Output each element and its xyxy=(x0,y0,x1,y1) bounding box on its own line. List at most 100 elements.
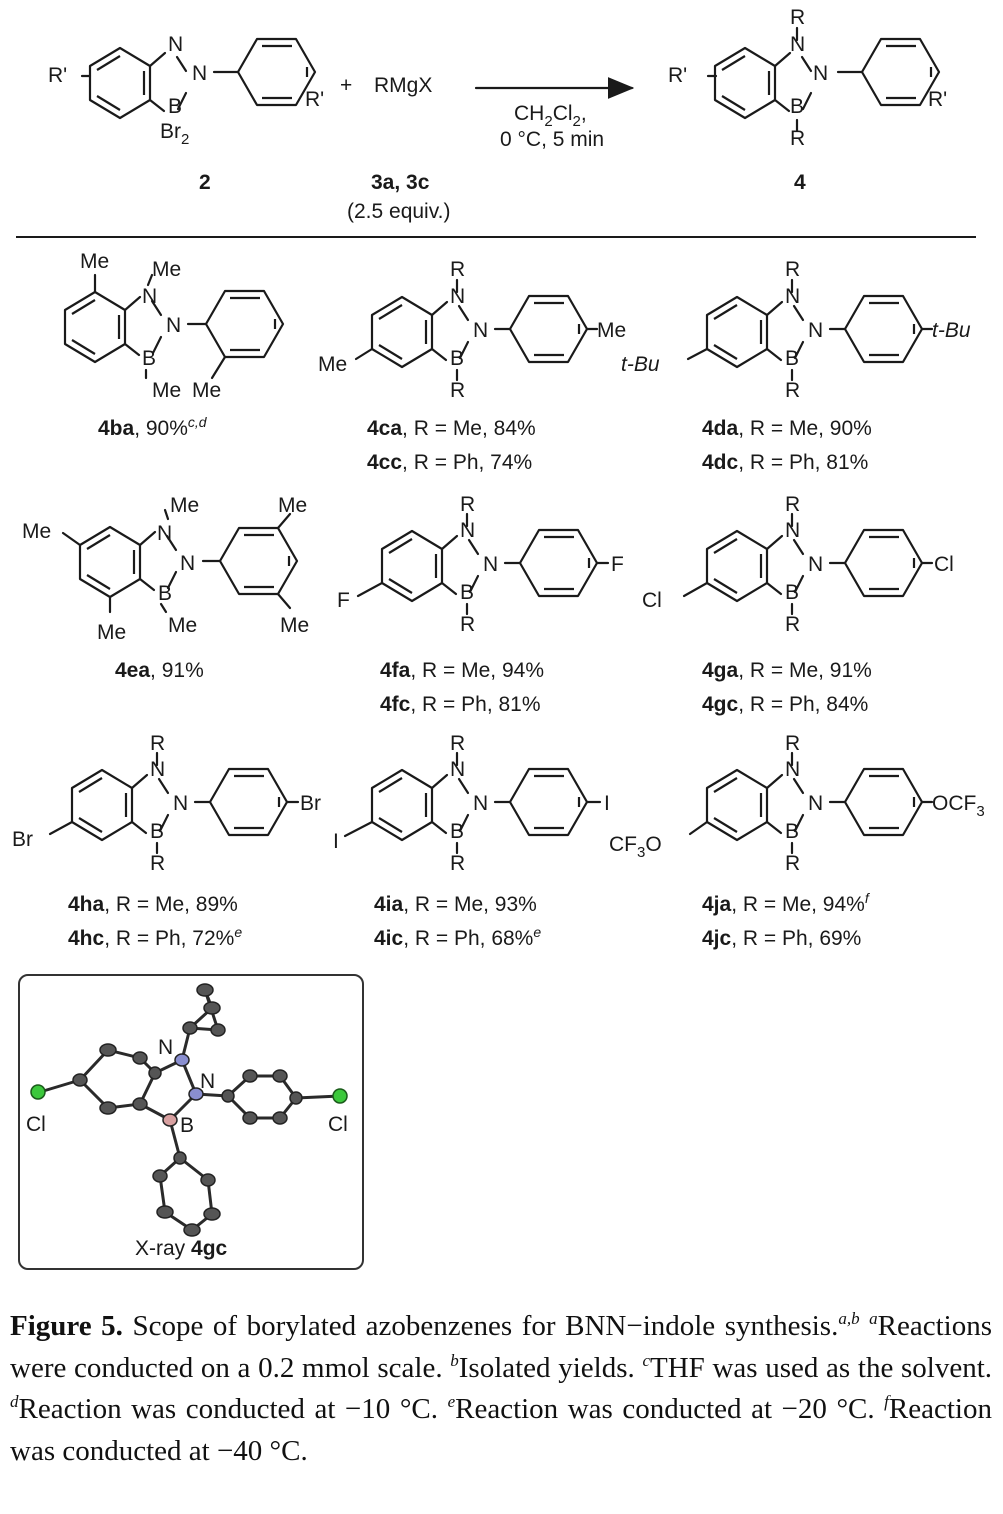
structure-4g: R N N B R Cl Cl xyxy=(642,493,954,636)
structure-4j: R N N B R CF3O OCF3 xyxy=(609,732,985,875)
condition-temp-time: 0 °C, 5 min xyxy=(500,128,604,151)
svg-text:Me: Me xyxy=(152,379,181,402)
svg-text:B: B xyxy=(450,347,464,370)
svg-text:t-Bu: t-Bu xyxy=(621,353,660,376)
svg-text:Me: Me xyxy=(280,614,309,637)
compound-label: 4ga, R = Me, 91% xyxy=(702,659,872,682)
svg-text:N: N xyxy=(142,285,157,308)
svg-text:N: N xyxy=(158,1036,173,1059)
svg-text:F: F xyxy=(337,589,350,612)
svg-text:B: B xyxy=(785,347,799,370)
svg-text:N: N xyxy=(813,62,828,85)
reagent-numbers: 3a, 3c xyxy=(371,171,430,194)
svg-text:B: B xyxy=(790,95,804,118)
svg-text:N: N xyxy=(173,792,188,815)
svg-text:R: R xyxy=(785,852,800,875)
svg-text:B: B xyxy=(158,582,172,605)
condition-solvent: CH2Cl2, xyxy=(514,102,587,130)
svg-text:B: B xyxy=(142,347,156,370)
svg-text:N: N xyxy=(168,33,183,56)
compound-label: 4ha, R = Me, 89% xyxy=(68,893,238,916)
svg-text:R: R xyxy=(785,613,800,636)
svg-text:R: R xyxy=(785,493,800,516)
svg-text:Cl: Cl xyxy=(26,1113,46,1136)
plus-sign: + xyxy=(340,74,352,97)
svg-text:R: R xyxy=(150,732,165,755)
product-number: 4 xyxy=(794,171,806,194)
svg-text:B: B xyxy=(180,1114,194,1137)
svg-text:N: N xyxy=(483,553,498,576)
svg-text:Br2: Br2 xyxy=(160,120,189,148)
compound-label: 4fc, R = Ph, 81% xyxy=(380,693,541,716)
svg-text:B: B xyxy=(460,581,474,604)
svg-text:R: R xyxy=(785,258,800,281)
svg-text:N: N xyxy=(785,285,800,308)
compound-label: 4ia, R = Me, 93% xyxy=(374,893,537,916)
xray-caption: X-ray 4gc xyxy=(135,1237,228,1260)
svg-text:R: R xyxy=(790,6,805,29)
svg-text:R: R xyxy=(450,258,465,281)
svg-text:N: N xyxy=(785,758,800,781)
figure-caption: Figure 5. Scope of borylated azobenzenes… xyxy=(10,1309,993,1467)
figure-title: Scope of borylated azobenzenes for BNN−i… xyxy=(122,1310,839,1342)
svg-text:OCF3: OCF3 xyxy=(932,792,985,820)
svg-text:N: N xyxy=(460,519,475,542)
svg-text:CF3O: CF3O xyxy=(609,833,662,861)
compound-label: 4ja, R = Me, 94%f xyxy=(702,890,869,916)
svg-text:R: R xyxy=(460,613,475,636)
compound-label: 4gc, R = Ph, 84% xyxy=(702,693,869,716)
structure-4ba: Me Me N N B Me Me xyxy=(63,250,285,402)
structure-4d: R N N B R t-Bu t-Bu xyxy=(621,258,971,402)
svg-text:Me: Me xyxy=(318,353,347,376)
svg-text:N: N xyxy=(473,319,488,342)
footnote: THF was used as the solvent. xyxy=(649,1351,993,1384)
compound-label: 4ca, R = Me, 84% xyxy=(367,417,536,440)
footnote: Isolated yields. xyxy=(458,1351,643,1384)
structure-4f: R N N B R F F xyxy=(337,493,624,636)
svg-text:N: N xyxy=(808,792,823,815)
svg-text:N: N xyxy=(808,319,823,342)
svg-text:R: R xyxy=(450,379,465,402)
svg-text:N: N xyxy=(166,314,181,337)
svg-text:Cl: Cl xyxy=(934,553,954,576)
svg-text:B: B xyxy=(168,95,182,118)
structure-4ea: Me Me Me N N B Me Me Me xyxy=(22,494,309,644)
footnote: Reaction was conducted at −20 °C. xyxy=(455,1393,885,1425)
svg-text:N: N xyxy=(200,1070,215,1093)
structure-4h: R N N B R Br Br xyxy=(12,732,321,875)
compound-label: 4hc, R = Ph, 72%e xyxy=(68,924,243,950)
svg-text:R: R xyxy=(460,493,475,516)
svg-text:Me: Me xyxy=(192,379,221,402)
svg-text:Br: Br xyxy=(300,792,321,815)
svg-text:Me: Me xyxy=(278,494,307,517)
svg-text:Cl: Cl xyxy=(642,589,662,612)
svg-text:R: R xyxy=(150,852,165,875)
svg-text:N: N xyxy=(150,758,165,781)
compound-label: 4ea, 91% xyxy=(115,659,204,682)
svg-text:R: R xyxy=(785,379,800,402)
reactant-2: N N B Br2 R' R' xyxy=(48,33,324,148)
compound-label: 4fa, R = Me, 94% xyxy=(380,659,544,682)
reagent-formula: RMgX xyxy=(374,74,432,97)
svg-text:B: B xyxy=(450,820,464,843)
svg-text:N: N xyxy=(450,758,465,781)
svg-text:B: B xyxy=(785,820,799,843)
svg-text:R: R xyxy=(790,127,805,150)
svg-text:Me: Me xyxy=(597,319,626,342)
svg-text:Me: Me xyxy=(22,520,51,543)
svg-text:N: N xyxy=(473,792,488,815)
svg-text:Me: Me xyxy=(80,250,109,273)
xray-inset xyxy=(18,974,364,1270)
footnote: Reaction was conducted at −40 °C. xyxy=(10,1393,992,1467)
svg-text:R: R xyxy=(785,732,800,755)
svg-text:N: N xyxy=(180,552,195,575)
svg-text:N: N xyxy=(790,33,805,56)
compound-label: 4da, R = Me, 90% xyxy=(702,417,872,440)
compound-label: 4ba, 90%c,d xyxy=(98,414,207,440)
svg-text:R: R xyxy=(450,732,465,755)
reaction-scheme-graphic: N N B Br2 R' R' + RMgX CH2Cl2, 0 °C, 5 m… xyxy=(12,6,985,1237)
figure-label: Figure 5. xyxy=(10,1310,123,1342)
svg-text:I: I xyxy=(604,792,610,815)
compound-label: 4jc, R = Ph, 69% xyxy=(702,927,862,950)
svg-text:R: R xyxy=(450,852,465,875)
